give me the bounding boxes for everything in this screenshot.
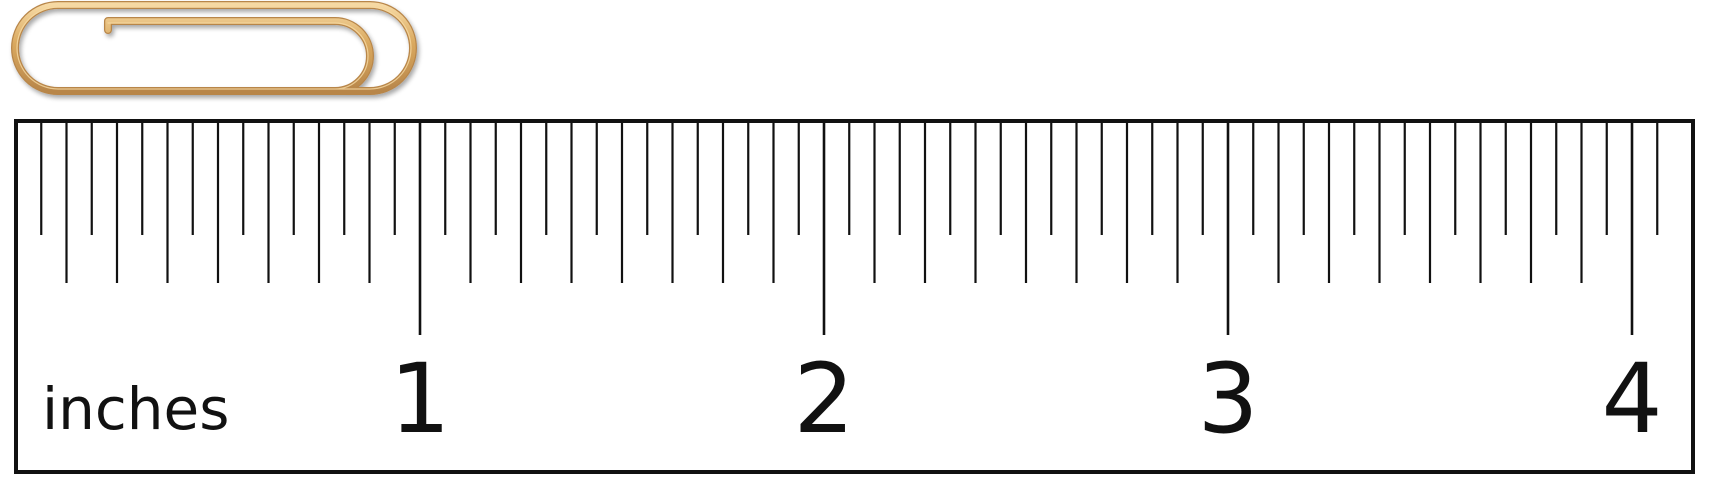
ruler-body bbox=[14, 119, 1695, 474]
paperclip-icon bbox=[11, 1, 417, 95]
unit-label: inches bbox=[42, 375, 229, 443]
ruler-ticks bbox=[40, 123, 1659, 335]
inch-number-label: 2 bbox=[793, 343, 854, 455]
inch-number-label: 3 bbox=[1197, 343, 1258, 455]
inch-number-label: 4 bbox=[1601, 343, 1662, 455]
inch-number-label: 1 bbox=[389, 343, 450, 455]
ruler-numbers: 1 2 3 4 bbox=[389, 343, 1662, 455]
